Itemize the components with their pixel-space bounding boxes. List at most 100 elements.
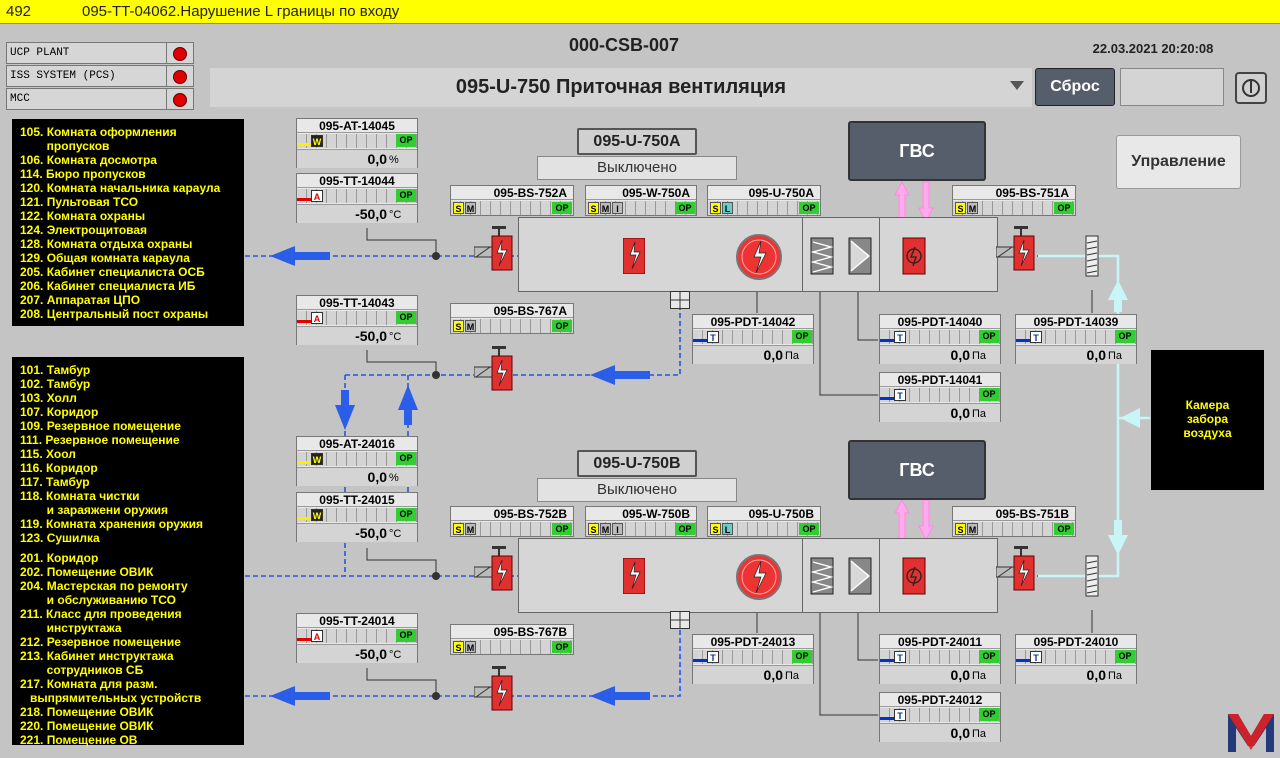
damper-icon[interactable] <box>473 226 518 272</box>
instrument-tag: 095-TT-14044 <box>297 174 417 188</box>
status-mcc[interactable]: MCC <box>6 88 194 110</box>
damper-icon[interactable] <box>995 546 1040 592</box>
instrument-tag: 095-PDT-14041 <box>880 373 1000 387</box>
heating-valve-icon[interactable] <box>902 557 926 595</box>
room-item: 121. Пультовая ТСО <box>20 195 139 209</box>
room-item: пропусков <box>20 139 110 153</box>
unit-a-title[interactable]: 095-U-750A <box>577 128 697 155</box>
fan-icon[interactable] <box>735 553 783 601</box>
fan-icon[interactable] <box>735 233 783 281</box>
mode-s-icon: S <box>453 320 464 332</box>
op-badge: OP <box>396 629 416 642</box>
measured-value: 0,0 <box>763 667 783 683</box>
mode-m-icon: M <box>967 523 978 535</box>
alarm-bar[interactable]: 492 095-TT-04062.Нарушение L границы по … <box>0 0 1280 24</box>
room-item: 204. Мастерская по ремонту <box>20 579 188 593</box>
bar-graph <box>451 319 573 333</box>
room-item: 123. Сушилка <box>20 531 100 545</box>
signal-type-icon: W <box>311 135 323 147</box>
mode-m-icon: M <box>600 202 611 214</box>
unit-label: Па <box>972 350 987 362</box>
heating-valve-icon[interactable] <box>902 237 926 275</box>
datetime: 22.03.2021 20:20:08 <box>1092 41 1214 56</box>
gvs-button-b[interactable]: ГВС <box>848 440 986 500</box>
signal-line <box>297 143 311 146</box>
room-item: 220. Помещение ОВИК <box>20 719 154 733</box>
bar-graph <box>451 522 573 536</box>
op-badge: OP <box>1054 523 1074 535</box>
signal-type-icon: T <box>894 709 906 721</box>
damper-icon[interactable] <box>473 346 518 392</box>
status-iss-system[interactable]: ISS SYSTEM (PCS) <box>6 65 194 87</box>
value-field: -50,0°C <box>297 644 417 663</box>
power-icon[interactable] <box>1235 72 1267 104</box>
room-item: 101. Тамбур <box>20 363 91 377</box>
damper-icon[interactable] <box>473 546 518 592</box>
device-tag: 095-BS-767B <box>451 625 573 639</box>
signal-line <box>693 659 707 662</box>
damper-icon[interactable] <box>995 226 1040 272</box>
heater-icon[interactable] <box>622 237 646 275</box>
screen-title-select[interactable]: 095-U-750 Приточная вентиляция <box>210 68 1032 107</box>
mode-l-icon: L <box>722 523 733 535</box>
unit-b-title[interactable]: 095-U-750B <box>577 450 697 477</box>
signal-type-icon: T <box>707 651 719 663</box>
air-intake-chamber: Камера забора воздуха <box>1151 350 1264 490</box>
reset-field[interactable] <box>1120 68 1224 106</box>
op-badge: OP <box>552 202 572 214</box>
signal-type-icon: A <box>311 190 323 202</box>
signal-type-icon: W <box>311 453 323 465</box>
chevron-down-icon[interactable] <box>1010 81 1024 90</box>
gvs-button-a[interactable]: ГВС <box>848 121 986 181</box>
op-badge: OP <box>799 202 819 214</box>
op-badge: OP <box>396 311 416 324</box>
room-item: 118. Комната чистки <box>20 489 140 503</box>
bar-graph <box>451 640 573 654</box>
instrument-tag: 095-PDT-24011 <box>880 635 1000 649</box>
reset-button[interactable]: Сброс <box>1035 68 1115 106</box>
room-item: и зараяжени оружия <box>20 503 169 517</box>
op-badge: OP <box>1115 330 1135 343</box>
status-ucp-plant[interactable]: UCP PLANT <box>6 42 194 64</box>
screen-title: 095-U-750 Приточная вентиляция <box>455 76 787 98</box>
measured-value: 0,0 <box>367 151 387 167</box>
flow-arrow-left-icon <box>590 686 650 706</box>
op-badge: OP <box>979 388 999 401</box>
measured-value: -50,0 <box>355 525 387 541</box>
bar-graph <box>297 452 417 466</box>
heater-icon[interactable] <box>622 557 646 595</box>
device-tag: 095-U-750B <box>708 507 820 521</box>
control-button[interactable]: Управление <box>1116 135 1241 189</box>
damper-icon[interactable] <box>473 666 518 712</box>
bar-graph <box>693 650 813 664</box>
op-badge: OP <box>792 650 812 663</box>
room-item: 120. Комната начальника караула <box>20 181 221 195</box>
